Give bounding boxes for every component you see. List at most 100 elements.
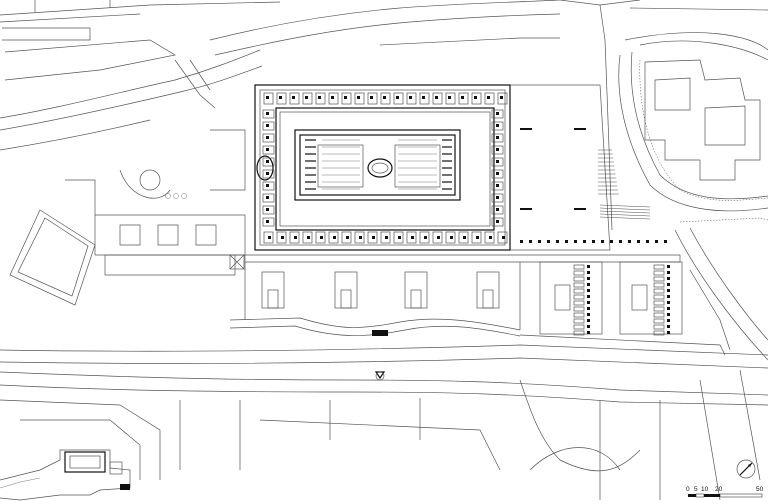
room-cell [341,231,352,244]
room-cell [315,231,326,244]
room-cell [573,324,585,330]
room-cell [276,231,287,244]
room-mark [667,277,670,280]
room-cell [289,231,300,244]
room-cell [491,145,504,155]
room-cell [573,282,585,288]
room-mark [587,283,590,286]
room-mark [372,236,375,239]
scale-bar: 0 5 10 20 50 [686,486,764,498]
room-mark [266,112,269,115]
east-block-rooms [573,264,670,336]
room-cell [653,300,665,306]
plaza-post [637,240,640,243]
room-cell [491,205,504,215]
room-mark [266,172,269,175]
room-mark [461,96,464,99]
room-mark [496,172,499,175]
room-cell [653,312,665,318]
south-wing [244,254,731,381]
room-cell [653,276,665,282]
room-mark [383,96,386,99]
room-mark [587,265,590,268]
room-cell [262,181,275,191]
room-mark [266,196,269,199]
room-mark [307,236,310,239]
room-mark [496,148,499,151]
room-mark [667,289,670,292]
room-mark [496,124,499,127]
room-mark [587,277,590,280]
room-cell [458,231,469,244]
room-cell [471,231,482,244]
room-mark [266,220,269,223]
room-mark [318,96,321,99]
room-cell [445,231,456,244]
room-mark [266,148,269,151]
room-mark [667,319,670,322]
room-cell [573,306,585,312]
room-mark [292,96,295,99]
room-cell [653,264,665,270]
room-mark [279,96,282,99]
room-mark [587,295,590,298]
room-mark [398,236,401,239]
room-cell [432,92,443,105]
room-cell [262,121,275,131]
main-building [254,84,511,251]
room-cell [262,169,275,179]
room-cell [573,300,585,306]
room-cell [484,231,495,244]
room-cell [497,231,508,244]
room-mark [344,96,347,99]
room-mark [587,271,590,274]
ramp-step [599,207,651,211]
plaza-post [610,240,613,243]
room-cell [276,92,287,105]
room-mark [667,313,670,316]
key-plan [0,449,131,501]
room-mark [667,325,670,328]
room-mark [294,236,297,239]
room-cell [458,92,469,105]
room-cell [262,217,275,227]
room-cell [262,193,275,203]
ramp-step [599,216,651,220]
room-cell [653,330,665,336]
room-cell [406,92,417,105]
scale-tick-20: 20 [715,486,723,493]
room-mark [370,96,373,99]
room-mark [409,96,412,99]
room-mark [587,307,590,310]
room-cell [328,231,339,244]
room-mark [587,325,590,328]
scale-tick-0: 0 [686,486,690,493]
room-cell [573,330,585,336]
room-cell [653,270,665,276]
room-mark [496,160,499,163]
room-mark [396,96,399,99]
room-mark [266,124,269,127]
room-mark [435,96,438,99]
room-cell [491,133,504,143]
room-cell [302,92,313,105]
plaza-post [547,240,550,243]
room-mark [587,301,590,304]
room-cell [315,92,326,105]
plaza-post [583,240,586,243]
plaza-post [619,240,622,243]
room-cell [367,92,378,105]
room-mark [496,184,499,187]
room-mark [496,112,499,115]
room-cell [302,231,313,244]
room-mark [587,313,590,316]
perimeter-rooms [262,92,508,244]
room-mark [502,236,505,239]
room-cell [653,288,665,294]
room-mark [437,236,440,239]
plaza-post [601,240,604,243]
room-mark [489,236,492,239]
room-cell [573,318,585,324]
room-mark [496,220,499,223]
